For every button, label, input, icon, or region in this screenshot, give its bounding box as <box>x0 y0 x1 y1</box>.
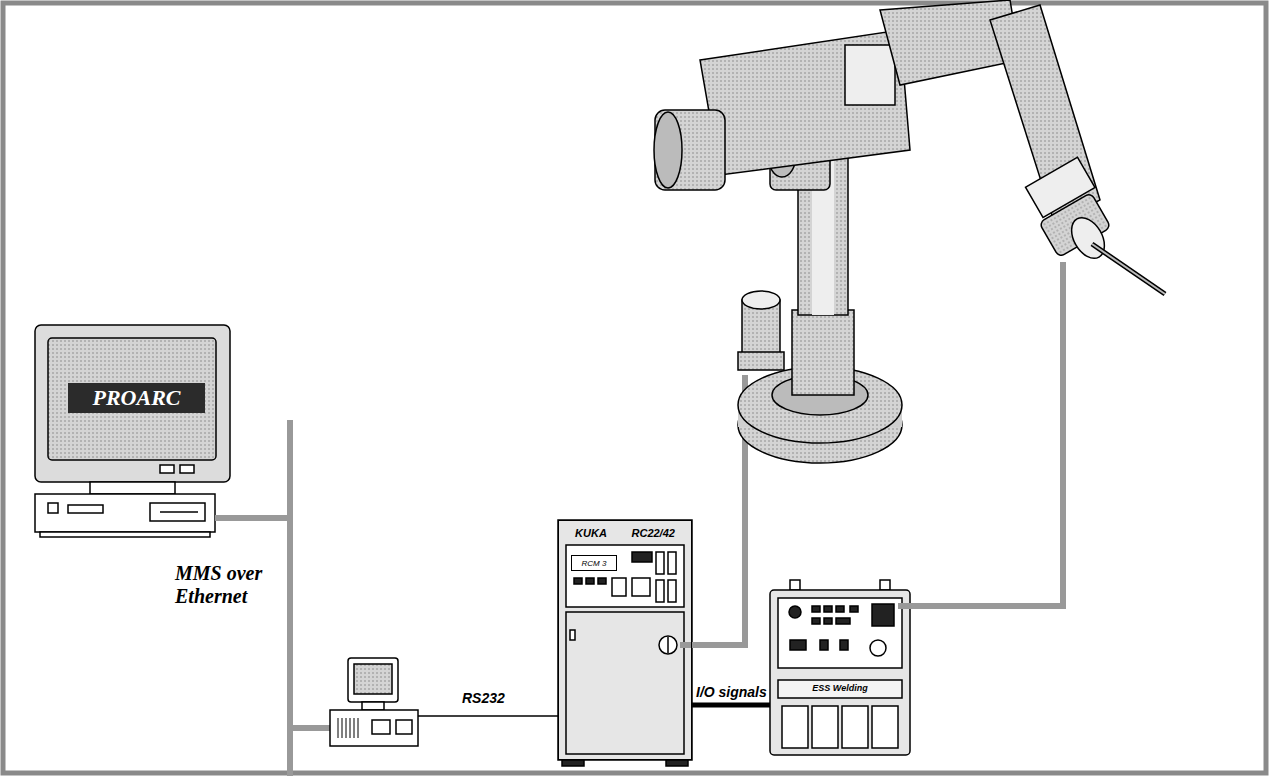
node-text: PROARC <box>92 385 180 411</box>
robot-cable <box>680 262 1063 645</box>
interface-pc <box>330 658 418 746</box>
controller-cabinet <box>558 520 692 766</box>
frame <box>3 3 1266 773</box>
welding-robot <box>654 0 1111 463</box>
rs232-line <box>418 715 558 717</box>
port-label: RS232 <box>462 690 505 706</box>
node-text: RCM 3 <box>582 559 607 568</box>
pendant-display: RCM 3 <box>571 555 617 571</box>
screen-label: PROARC <box>68 383 205 413</box>
signal-cable <box>692 703 770 708</box>
edge-label: I/O signals <box>694 684 769 700</box>
controller-cabinet: KUKA RC22/42RCM 3 <box>558 520 692 760</box>
workstation <box>35 325 230 537</box>
node-text: KUKA RC22/42 <box>575 527 675 539</box>
network-label: MMS over Ethernet <box>175 562 283 608</box>
welding-torch <box>1092 244 1165 294</box>
node-text: ESS Welding <box>812 683 867 693</box>
welding-torch <box>1092 244 1165 294</box>
welding-unit <box>770 580 910 755</box>
welding-unit: ESS Welding <box>770 590 910 755</box>
